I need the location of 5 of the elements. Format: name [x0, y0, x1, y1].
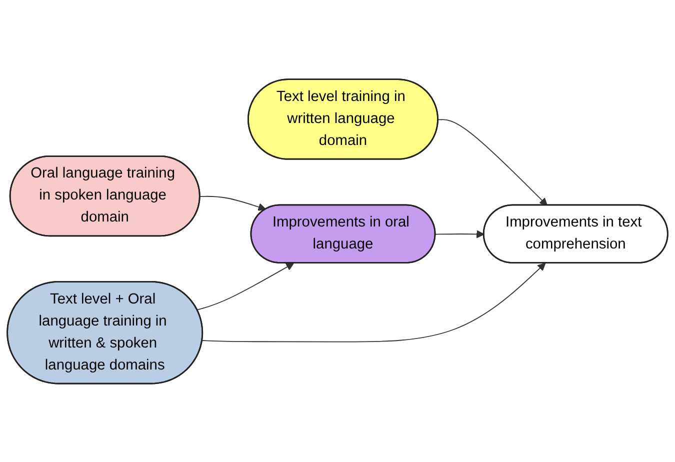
arrow [438, 118, 548, 206]
arrow [200, 195, 266, 210]
arrow [435, 230, 484, 238]
arrow [202, 262, 546, 342]
arrow [196, 262, 294, 310]
